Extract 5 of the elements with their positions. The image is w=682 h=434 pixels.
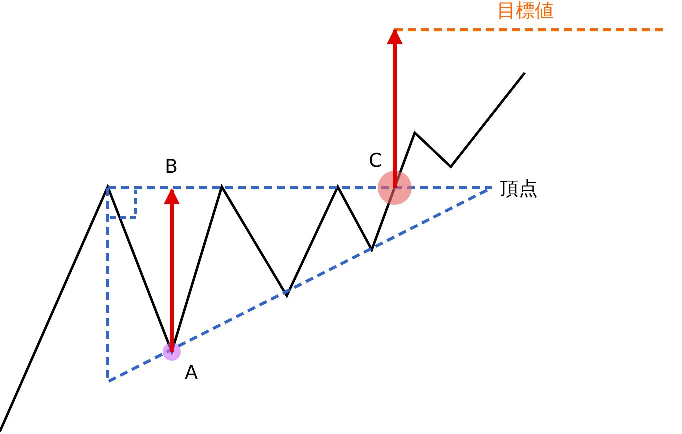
text-label: 目標値 xyxy=(497,0,554,22)
text-label: A xyxy=(185,362,198,384)
text-label: B xyxy=(165,156,178,178)
text-label: 頂点 xyxy=(500,178,538,200)
text-label: C xyxy=(369,150,382,172)
